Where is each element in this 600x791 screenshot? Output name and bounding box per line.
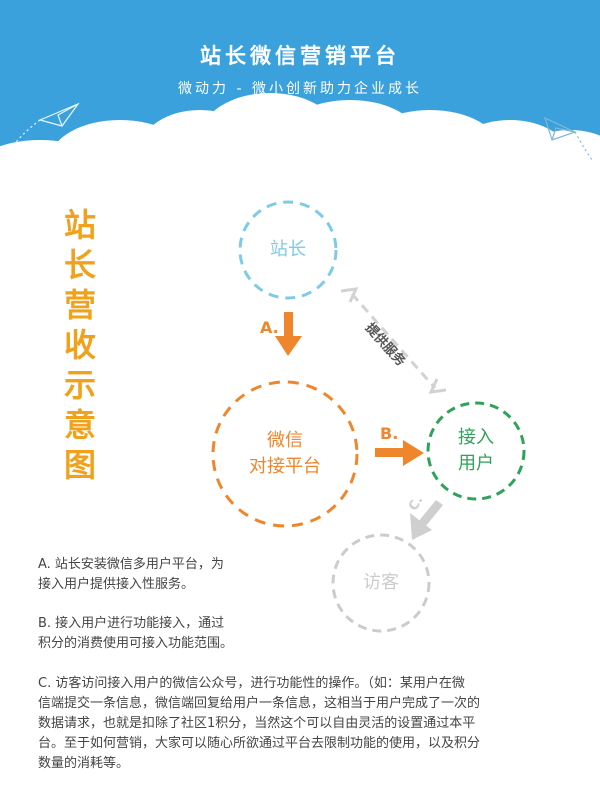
visitor-label: 访客 — [363, 572, 399, 593]
description-line: B. 接入用户进行功能接入，通过 — [38, 616, 225, 631]
description-line: 接入用户提供接入性服务。 — [38, 577, 195, 592]
service-arrowhead-bottom — [428, 378, 447, 394]
arrow-b-label: B. — [380, 424, 399, 443]
user-label-line1: 接入 — [458, 427, 494, 448]
service-arrowhead-top — [340, 287, 359, 303]
webmaster-node: 站长 — [240, 202, 336, 298]
paper-plane-icon-left — [9, 102, 80, 151]
platform-label-line1: 微信 — [267, 430, 303, 451]
description-line: 台。至于如何营销，大家可以随心所欲通过平台去限制功能的使用，以及积分 — [38, 736, 481, 751]
service-arrow — [350, 293, 437, 389]
description-line: 积分的消费使用可接入功能范围。 — [38, 636, 234, 651]
platform-label-line2: 对接平台 — [249, 456, 321, 477]
description-c: C. 访客访问接入用户的微信公众号，进行功能性的操作。（如：某用户在微 信端提交… — [38, 674, 480, 774]
description-b: B. 接入用户进行功能接入，通过 积分的消费使用可接入功能范围。 — [38, 614, 233, 654]
user-node: 接入 用户 — [428, 403, 524, 499]
arrow-a — [275, 312, 302, 356]
arrow-a-label: A. — [260, 318, 279, 337]
side-title-char: 长 — [63, 246, 96, 284]
arrow-b — [375, 440, 424, 466]
description-a: A. 站长安装微信多用户平台，为 接入用户提供接入性服务。 — [38, 555, 224, 595]
side-title-char: 营 — [63, 286, 96, 324]
side-title-char: 站 — [63, 206, 96, 244]
webmaster-label: 站长 — [270, 239, 306, 260]
description-line: A. 站长安装微信多用户平台，为 — [38, 557, 224, 572]
page-subtitle: 微动力 - 微小创新助力企业成长 — [178, 81, 422, 97]
side-title-char: 收 — [63, 326, 96, 364]
side-title: 站 长 营 收 示 意 图 — [62, 205, 98, 485]
description-line: 数量的消耗等。 — [38, 756, 130, 771]
user-circle — [426, 401, 526, 501]
description-line: 数据请求，也就是扣除了社区1积分，当然这个可以自由灵活的设置通过本平 — [38, 716, 476, 731]
arrow-c — [410, 500, 443, 540]
webmaster-circle — [238, 200, 338, 300]
platform-node: 微信 对接平台 — [213, 382, 357, 526]
description-line: C. 访客访问接入用户的微信公众号，进行功能性的操作。（如：某用户在微 — [38, 676, 465, 691]
visitor-circle — [331, 533, 431, 633]
platform-circle — [211, 380, 359, 528]
side-title-char: 意 — [63, 406, 96, 444]
page-title: 站长微信营销平台 — [200, 44, 400, 68]
visitor-node: 访客 — [333, 535, 429, 631]
description-line: 信端提交一条信息，微信端回复给用户一条信息，这相当于用户完成了一次的 — [38, 696, 481, 711]
clouds-decoration — [0, 93, 600, 200]
side-title-char: 图 — [63, 446, 96, 484]
paper-plane-icon-right — [544, 116, 593, 161]
side-title-char: 示 — [63, 366, 96, 404]
user-label-line2: 用户 — [458, 453, 494, 474]
